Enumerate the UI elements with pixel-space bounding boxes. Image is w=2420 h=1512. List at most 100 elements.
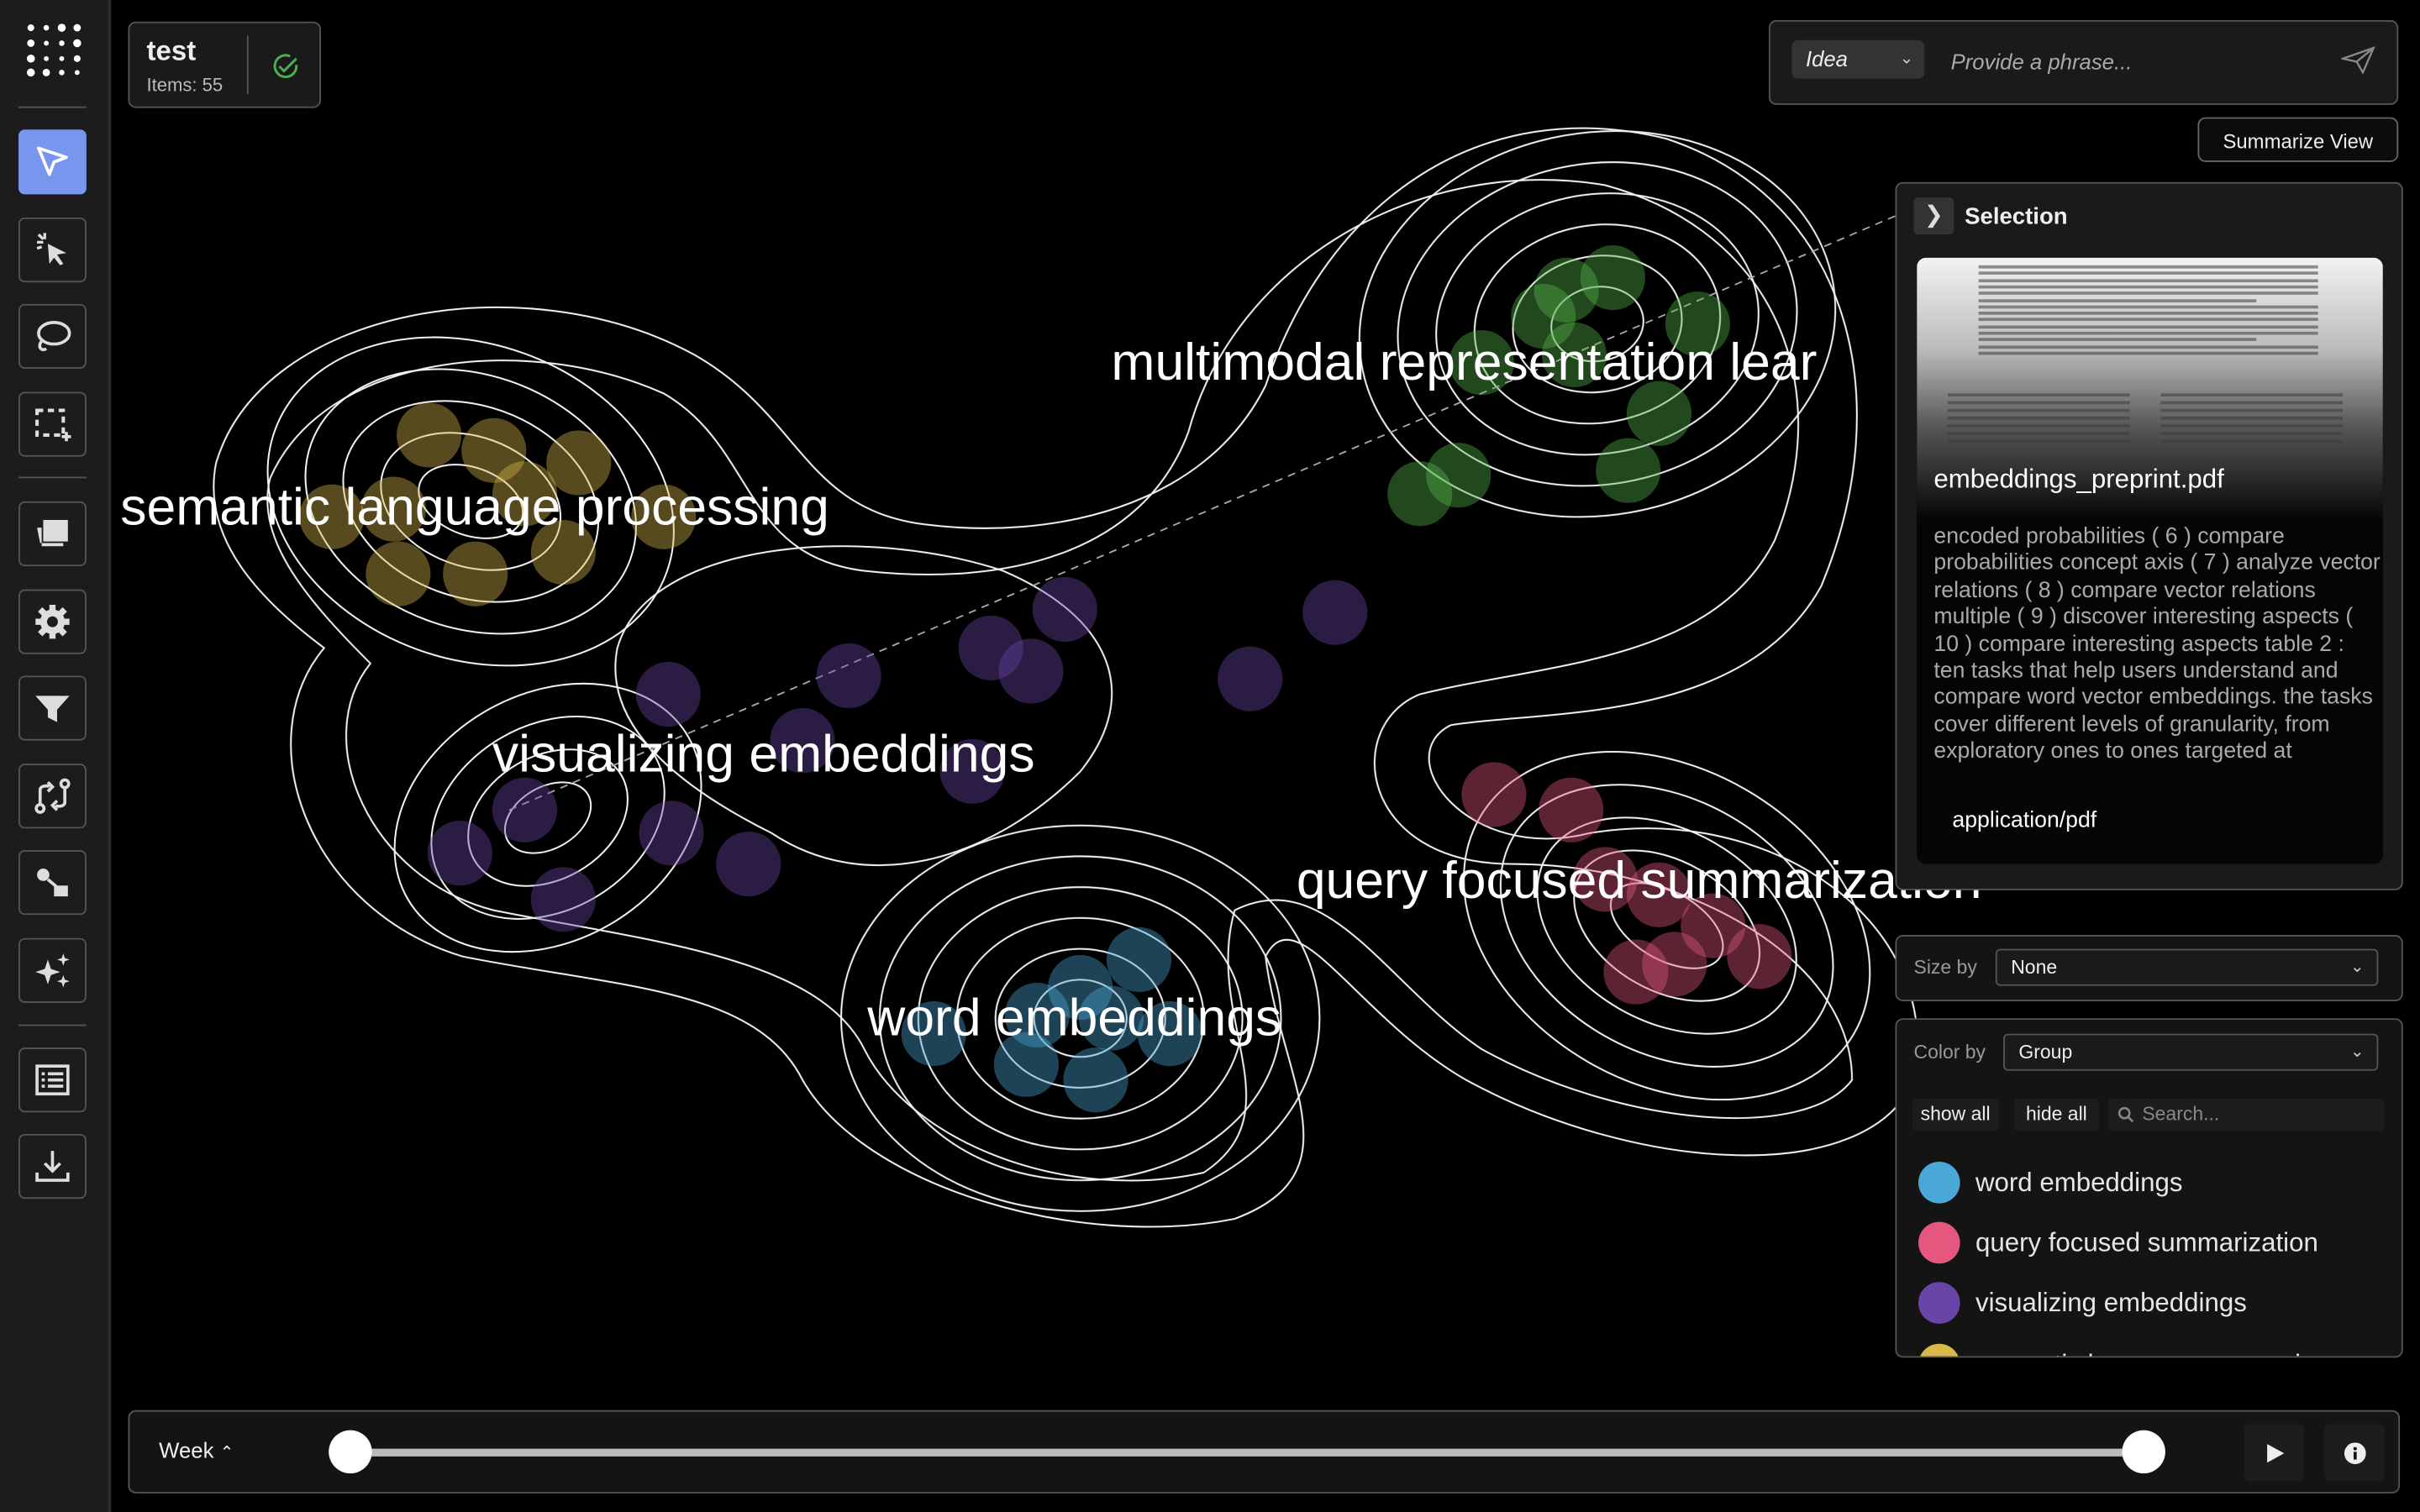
data-point[interactable] <box>492 461 558 527</box>
legend-swatch <box>1918 1282 1960 1324</box>
data-point[interactable] <box>770 708 835 774</box>
download-tool[interactable] <box>18 1133 87 1200</box>
settings-tool[interactable] <box>18 589 87 654</box>
data-point[interactable] <box>901 1001 966 1067</box>
size-by-label: Size by <box>1913 956 1977 979</box>
data-point[interactable] <box>443 541 508 606</box>
data-point[interactable] <box>1580 245 1645 311</box>
play-button[interactable] <box>2244 1424 2305 1482</box>
summarize-view-button[interactable]: Summarize View <box>2197 117 2399 162</box>
filter-tool[interactable] <box>18 675 87 741</box>
click-select-tool[interactable] <box>18 217 87 283</box>
data-point[interactable] <box>1572 847 1638 912</box>
data-point[interactable] <box>998 638 1064 704</box>
data-point[interactable] <box>530 867 596 932</box>
info-button[interactable] <box>2324 1424 2385 1482</box>
data-point[interactable] <box>958 615 1023 680</box>
color-by-value: Group <box>2018 1041 2073 1063</box>
legend-search-input[interactable]: Search... <box>2107 1098 2385 1131</box>
granularity-select[interactable]: Week ⌃ <box>159 1438 234 1462</box>
data-point[interactable] <box>1387 461 1453 527</box>
color-by-panel: Color by Group ⌄ show all hide all Searc… <box>1895 1018 2403 1358</box>
thumbnail-text-line <box>1978 312 2318 315</box>
document-card[interactable]: embeddings_preprint.pdf encoded probabil… <box>1917 257 2383 864</box>
thumbnail-text-line <box>1947 432 2130 435</box>
data-point[interactable] <box>631 484 697 549</box>
send-icon[interactable] <box>2341 46 2375 75</box>
data-point[interactable] <box>1302 580 1368 645</box>
data-point[interactable] <box>427 821 492 886</box>
data-point[interactable] <box>1063 1047 1128 1113</box>
density-contour <box>1512 255 1683 394</box>
data-point[interactable] <box>639 801 704 866</box>
data-point[interactable] <box>299 484 365 549</box>
legend-swatch <box>1918 1221 1960 1264</box>
list-tool[interactable] <box>18 1047 87 1113</box>
data-point[interactable] <box>530 519 596 585</box>
data-point[interactable] <box>1727 924 1792 990</box>
data-point[interactable] <box>939 738 1005 804</box>
data-point[interactable] <box>360 476 426 542</box>
data-point[interactable] <box>1681 893 1746 958</box>
pointer-select-tool[interactable] <box>18 129 87 195</box>
data-point[interactable] <box>1665 291 1730 357</box>
data-point[interactable] <box>1048 954 1113 1021</box>
data-point[interactable] <box>993 1032 1059 1097</box>
data-point[interactable] <box>1511 283 1576 349</box>
move-tool[interactable] <box>18 850 87 916</box>
data-point[interactable] <box>1626 381 1692 446</box>
data-point[interactable] <box>635 661 701 727</box>
idea-mode-select[interactable]: Idea ⌄ <box>1791 39 1925 79</box>
legend-label: word embeddings <box>1975 1168 2183 1198</box>
phrase-input[interactable] <box>1947 39 2325 82</box>
data-point[interactable] <box>1461 762 1527 827</box>
data-point[interactable] <box>1626 862 1692 927</box>
collapse-panel-button[interactable]: ❯ <box>1913 197 1954 235</box>
app-logo-icon[interactable] <box>24 22 83 81</box>
gear-icon <box>35 604 70 639</box>
data-point[interactable] <box>1004 982 1070 1048</box>
box-select-tool[interactable] <box>18 391 87 457</box>
thumbnail-text-line <box>1947 424 2130 428</box>
show-all-button[interactable]: show all <box>1912 1098 1999 1131</box>
color-by-select[interactable]: Group ⌄ <box>2003 1033 2379 1071</box>
data-point[interactable] <box>1106 927 1172 992</box>
data-point[interactable] <box>1449 330 1514 396</box>
legend-label: query focused summarization <box>1975 1228 2318 1257</box>
download-icon <box>35 1151 70 1182</box>
data-point[interactable] <box>816 643 881 709</box>
ai-tool[interactable] <box>18 937 87 1003</box>
data-point[interactable] <box>546 430 612 496</box>
legend-label: visualizing embeddings <box>1975 1288 2247 1318</box>
hide-all-button[interactable]: hide all <box>2013 1098 2099 1131</box>
data-point[interactable] <box>1596 438 1661 503</box>
data-point[interactable] <box>366 541 431 606</box>
color-by-label: Color by <box>1913 1041 1986 1063</box>
data-point[interactable] <box>1534 257 1599 323</box>
data-point[interactable] <box>1078 985 1144 1051</box>
data-point[interactable] <box>1032 576 1097 643</box>
data-point[interactable] <box>461 417 527 483</box>
data-point[interactable] <box>1541 322 1607 388</box>
data-point[interactable] <box>492 777 558 843</box>
range-end-handle[interactable] <box>2122 1430 2165 1474</box>
thumbnail-text-line <box>1947 393 2130 397</box>
timeline-slider-track[interactable] <box>350 1448 2144 1457</box>
thumbnail-text-line <box>1978 324 2318 328</box>
data-point[interactable] <box>1426 443 1491 508</box>
granularity-value: Week <box>159 1437 214 1463</box>
data-point[interactable] <box>716 831 781 897</box>
size-by-select[interactable]: None ⌄ <box>1995 948 2379 986</box>
lasso-select-tool[interactable] <box>18 303 87 369</box>
transform-tool[interactable] <box>18 764 87 829</box>
comments-tool[interactable] <box>18 501 87 567</box>
data-point[interactable] <box>1218 646 1283 711</box>
data-point[interactable] <box>1539 777 1604 843</box>
data-point[interactable] <box>1603 939 1669 1005</box>
chevron-down-icon: ⌄ <box>2349 958 2365 977</box>
data-point[interactable] <box>397 402 462 468</box>
data-point[interactable] <box>1642 932 1707 997</box>
range-start-handle[interactable] <box>329 1430 372 1474</box>
data-point[interactable] <box>1137 1001 1202 1067</box>
